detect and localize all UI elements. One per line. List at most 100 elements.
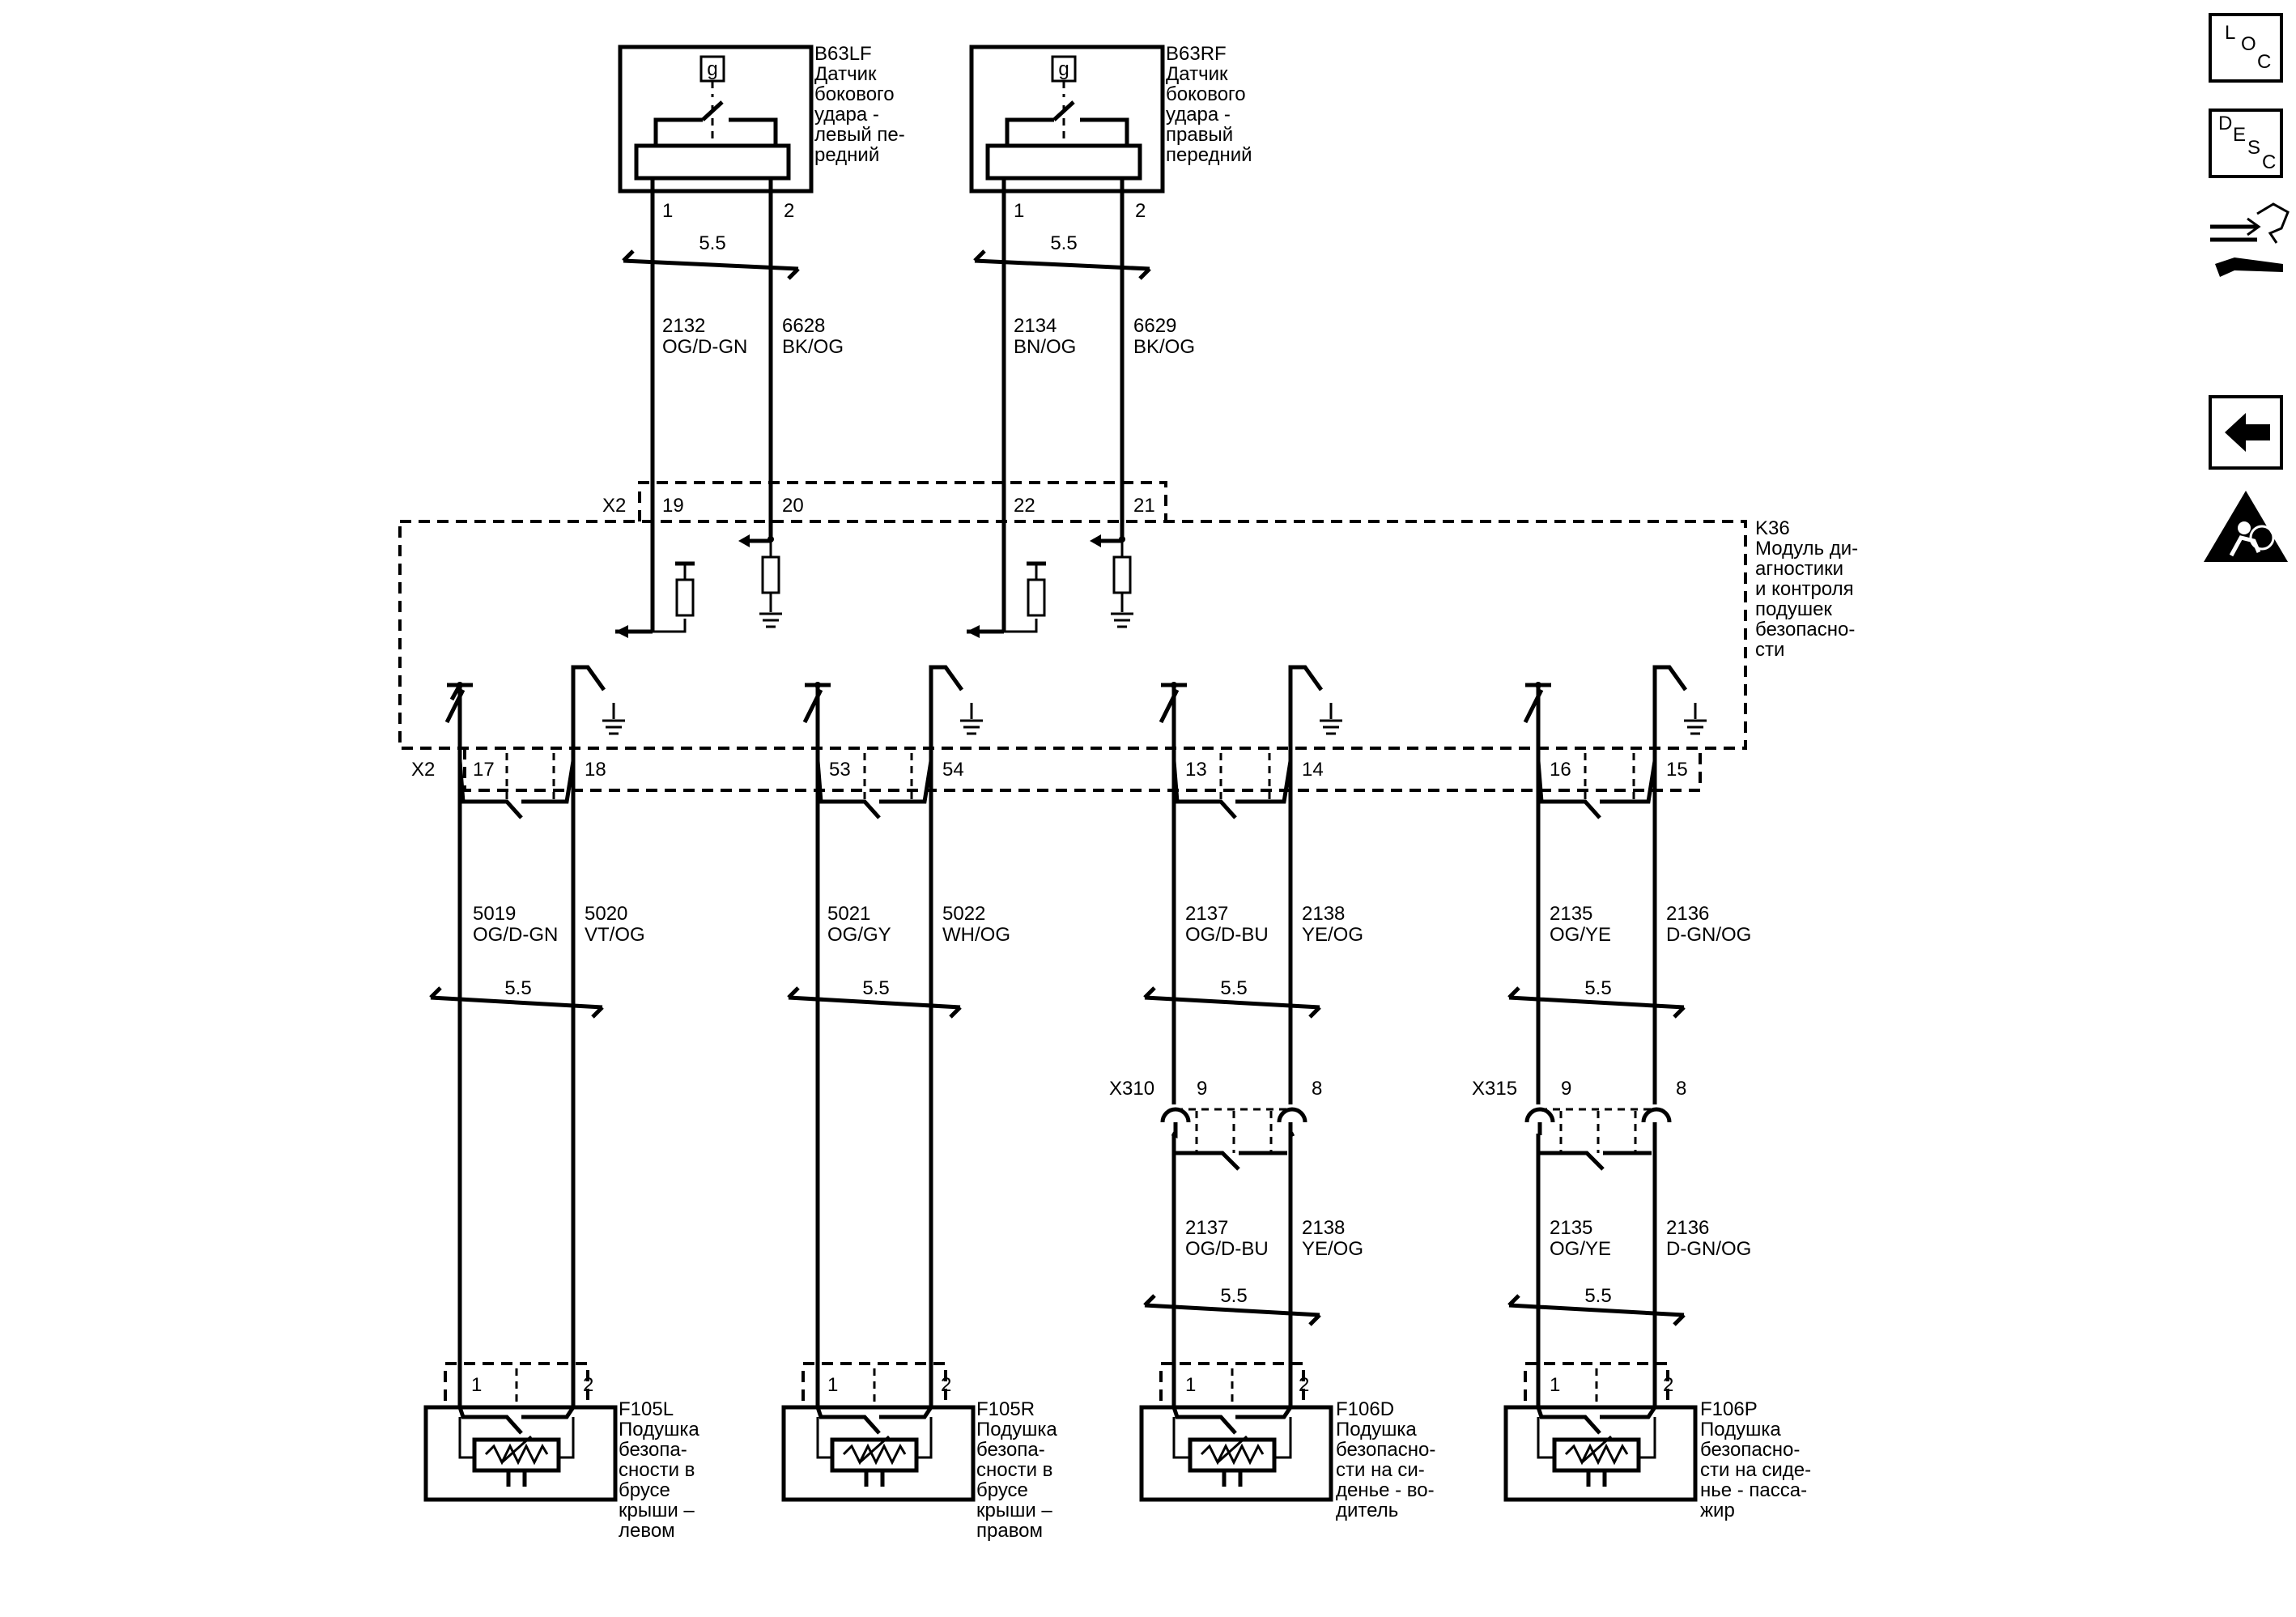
x2-pin: 21: [1133, 495, 1155, 517]
airbag-ref: F105L: [619, 1398, 674, 1420]
output-pair-1: 17 18 5019 OG/D-GN 5020 VT/OG 5.5: [429, 665, 645, 1407]
wire-circuit: 6629: [1133, 315, 1176, 337]
airbag-label: Подушка: [976, 1419, 1057, 1440]
loc-letter: L: [2225, 22, 2235, 44]
airbag-f106p: 1 2 F106P Подушка безопасно- сти на сиде…: [1503, 1362, 1811, 1521]
wire-color: OG/GY: [827, 924, 891, 946]
loc-letter: O: [2241, 33, 2256, 55]
sensor-b63rf-label-1: Датчик: [1166, 63, 1228, 85]
airbag-label: крыши –: [976, 1500, 1052, 1521]
top-wires: 5.5 5.5 2132 OG/D-GN 6628 BK/OG 2134 BN/…: [622, 178, 1195, 632]
airbag-label: жир: [1700, 1500, 1735, 1521]
module-label-2: агностики: [1755, 558, 1843, 580]
airbag-label: сти на сиде-: [1700, 1459, 1811, 1481]
wire-size-label: 5.5: [1220, 1285, 1247, 1307]
sensor-b63lf-ref: B63LF: [814, 43, 872, 65]
airbag-label: правом: [976, 1520, 1043, 1542]
airbag-pin: 1: [1185, 1374, 1196, 1396]
airbag-pin: 2: [583, 1374, 593, 1396]
x2-pin: 16: [1550, 759, 1571, 781]
airbag-pin: 1: [827, 1374, 838, 1396]
wire-circuit: 5019: [473, 903, 516, 925]
wire-color: OG/D-GN: [662, 336, 747, 358]
desc-letter: D: [2218, 113, 2232, 134]
desc-letter: E: [2233, 124, 2246, 146]
x2-pin: 13: [1185, 759, 1207, 781]
airbag-warning-icon: [2204, 491, 2288, 562]
loc-button[interactable]: L O C: [2209, 13, 2283, 83]
wire-color: OG/D-BU: [1185, 1238, 1269, 1260]
x315-pin: 8: [1676, 1078, 1686, 1100]
airbag-pin: 1: [1550, 1374, 1560, 1396]
sensor-b63lf: g B63LF Датчик бокового удара - левый пе…: [618, 43, 905, 222]
x2-pin: 17: [473, 759, 495, 781]
airbag-label: сности в: [619, 1459, 695, 1481]
desc-letter: S: [2247, 137, 2260, 159]
airbag-label: безопа-: [976, 1439, 1045, 1461]
wire-color: YE/OG: [1302, 924, 1363, 946]
wire-size-label: 5.5: [1220, 977, 1247, 999]
wire-circuit: 5022: [942, 903, 985, 925]
airbag-ref: F105R: [976, 1398, 1035, 1420]
sensor-b63rf-pin-2: 2: [1135, 200, 1146, 222]
connector-x315-label: X315: [1472, 1078, 1517, 1100]
airbag-pin: 1: [471, 1374, 482, 1396]
module-k36: X2 19 20 22 21 K36 Модуль ди- агностики …: [398, 481, 1858, 792]
wire-color: WH/OG: [942, 924, 1010, 946]
x310-pin: 9: [1197, 1078, 1207, 1100]
x315-pin: 9: [1561, 1078, 1571, 1100]
output-pair-4: 16 15 2135 OG/YE 2136 D-GN/OG 5.5: [1507, 665, 1751, 1104]
wire-size-label: 5.5: [504, 977, 531, 999]
sensor-b63rf-ref: B63RF: [1166, 43, 1227, 65]
output-pair-3: 13 14 2137 OG/D-BU 2138 YE/OG 5.5: [1143, 665, 1363, 1104]
wire-circuit: 6628: [782, 315, 825, 337]
sensor-b63lf-label-1: Датчик: [814, 63, 877, 85]
wire-color: D-GN/OG: [1666, 1238, 1751, 1260]
sensor-b63rf-label-3: удара -: [1166, 104, 1231, 126]
wire-circuit: 5020: [585, 903, 627, 925]
module-ref: K36: [1755, 517, 1790, 539]
output-pair-2: 53 54 5021 OG/GY 5022 WH/OG 5.5: [787, 665, 1010, 1407]
airbag-f105l: 1 2 F105L Подушка безопа- сности в брусе…: [423, 1362, 699, 1542]
airbag-label: брусе: [619, 1479, 670, 1501]
sensor-b63rf-label-4: правый: [1166, 124, 1233, 146]
sensor-b63rf-label-2: бокового: [1166, 83, 1246, 105]
airbag-label: сти на си-: [1336, 1459, 1425, 1481]
wire-size-label: 5.5: [862, 977, 889, 999]
sensor-b63lf-label-4: левый пе-: [814, 124, 905, 146]
sensor-b63lf-icon-label: g: [707, 58, 717, 80]
module-label-5: безопасно-: [1755, 619, 1855, 640]
airbag-label: крыши –: [619, 1500, 695, 1521]
airbag-pin: 2: [941, 1374, 951, 1396]
sensor-b63lf-label-2: бокового: [814, 83, 895, 105]
sensor-b63rf-pin-1: 1: [1014, 200, 1024, 222]
airbag-label: нье - пасса-: [1700, 1479, 1807, 1501]
sensor-b63rf-label-5: передний: [1166, 144, 1252, 166]
airbag-label: сности в: [976, 1459, 1052, 1481]
airbag-label: Подушка: [1336, 1419, 1417, 1440]
airbag-pin: 2: [1663, 1374, 1673, 1396]
module-label-4: подушек: [1755, 598, 1832, 620]
airbag-pin: 2: [1299, 1374, 1309, 1396]
airbag-label: Подушка: [1700, 1419, 1781, 1440]
airbag-label: безопа-: [619, 1439, 687, 1461]
back-arrow-icon[interactable]: [2209, 395, 2283, 470]
airbag-ref: F106D: [1336, 1398, 1394, 1420]
connector-x2-label: X2: [602, 495, 626, 517]
wire-size-label: 5.5: [699, 232, 725, 254]
wire-size-label: 5.5: [1050, 232, 1077, 254]
wire-circuit: 5021: [827, 903, 870, 925]
desc-button[interactable]: D E S C: [2209, 109, 2283, 178]
wire-circuit: 2135: [1550, 1217, 1592, 1239]
connector-x310-label: X310: [1109, 1078, 1154, 1100]
module-label-1: Модуль ди-: [1755, 538, 1858, 560]
wire-color: OG/D-BU: [1185, 924, 1269, 946]
airbag-f105r: 1 2 F105R Подушка безопа- сности в брусе…: [781, 1362, 1057, 1542]
inline-connector-x310: X310 9 8 2137 OG/D-BU 2138 YE/OG 5.5: [1109, 1078, 1363, 1407]
wire-circuit: 2136: [1666, 903, 1709, 925]
airbag-label: безопасно-: [1336, 1439, 1435, 1461]
desc-letter: C: [2262, 151, 2276, 173]
wire-size-label: 5.5: [1584, 1285, 1611, 1307]
connector-end-view-icon[interactable]: [2210, 202, 2290, 277]
